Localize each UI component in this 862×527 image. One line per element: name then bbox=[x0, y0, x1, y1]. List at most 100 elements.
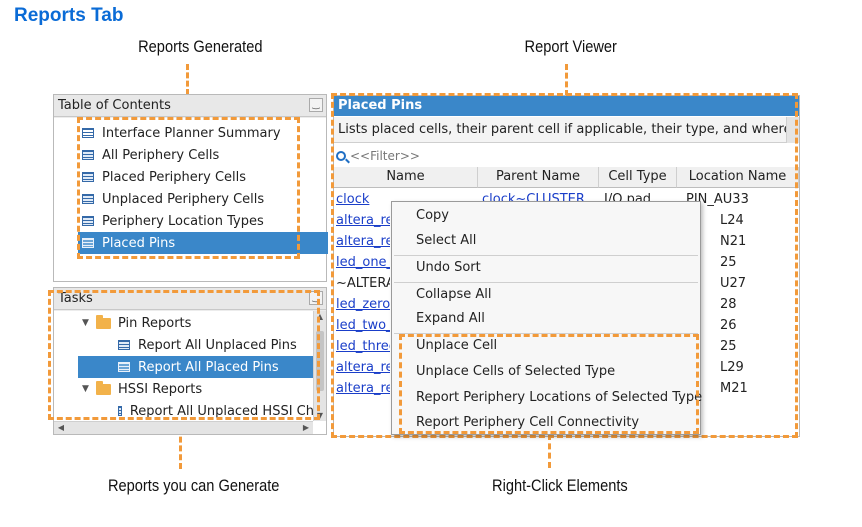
menu-item-undo-sort[interactable]: Undo Sort bbox=[416, 260, 481, 275]
chevron-down-icon[interactable]: ▼ bbox=[82, 318, 89, 328]
filter-row[interactable]: <<Filter>> bbox=[334, 145, 799, 166]
menu-item-collapse-all[interactable]: Collapse All bbox=[416, 287, 492, 302]
menu-item-unplace-cells-of-selected-type[interactable]: Unplace Cells of Selected Type bbox=[416, 364, 616, 379]
tasks-item-report-all-unplaced-hssi[interactable]: Report All Unplaced HSSI Ch bbox=[118, 400, 314, 422]
cell-name[interactable]: led_zero_ bbox=[336, 297, 390, 312]
pin-icon[interactable]: ‿ bbox=[309, 98, 323, 112]
tasks-item-label: Pin Reports bbox=[118, 315, 192, 331]
viewer-description: Lists placed cells, their parent cell if… bbox=[334, 117, 786, 143]
leader-report-viewer bbox=[565, 64, 568, 96]
menu-separator bbox=[394, 282, 698, 283]
cell-location: N21 bbox=[720, 234, 747, 249]
cell-name[interactable]: altera_re bbox=[336, 213, 390, 228]
toc-panel-header: Table of Contents ‿ bbox=[54, 95, 326, 117]
table-report-icon bbox=[118, 340, 130, 350]
cell-name[interactable]: led_two_ bbox=[336, 318, 390, 333]
menu-item-report-periphery-cell-connectivity[interactable]: Report Periphery Cell Connectivity bbox=[416, 415, 640, 430]
callout-reports-generated: Reports Generated bbox=[138, 37, 263, 56]
column-header-name[interactable]: Name bbox=[334, 167, 478, 188]
tasks-tree: ▼ Pin Reports Report All Unplaced Pins R… bbox=[54, 311, 326, 434]
tasks-horizontal-scrollbar[interactable]: ◀ ▶ bbox=[54, 421, 313, 434]
cell-location: L24 bbox=[720, 213, 744, 228]
toc-item-placed-pins[interactable]: Placed Pins bbox=[78, 232, 328, 254]
cell-location: L29 bbox=[720, 360, 744, 375]
toc-item-all-periphery-cells[interactable]: All Periphery Cells bbox=[82, 144, 292, 166]
menu-item-expand-all[interactable]: Expand All bbox=[416, 311, 485, 326]
toc-panel: Table of Contents ‿ Interface Planner Su… bbox=[53, 94, 328, 282]
tasks-item-pin-reports[interactable]: ▼ Pin Reports bbox=[82, 312, 312, 334]
menu-item-report-periphery-locations[interactable]: Report Periphery Locations of Selected T… bbox=[416, 390, 703, 405]
toc-item-placed-periphery-cells[interactable]: Placed Periphery Cells bbox=[82, 166, 292, 188]
callout-reports-you-can-generate: Reports you can Generate bbox=[107, 476, 280, 495]
table-report-icon bbox=[82, 150, 94, 160]
tasks-panel-title: Tasks bbox=[58, 291, 93, 306]
scroll-down-icon[interactable]: ▼ bbox=[316, 411, 324, 420]
cell-name[interactable]: altera_re bbox=[336, 234, 390, 249]
folder-icon bbox=[96, 314, 111, 329]
page-heading: Reports Tab bbox=[14, 5, 124, 26]
scroll-up-icon[interactable]: ▲ bbox=[316, 312, 324, 321]
folder-icon bbox=[96, 380, 111, 395]
menu-item-select-all[interactable]: Select All bbox=[416, 233, 477, 248]
tasks-vertical-scrollbar[interactable]: ▲ ▼ bbox=[313, 311, 326, 421]
cell-location: 25 bbox=[720, 255, 737, 270]
tasks-panel: Tasks ‿ ▼ Pin Reports Report All Unplace… bbox=[53, 287, 327, 435]
scroll-right-icon[interactable]: ▶ bbox=[302, 423, 310, 432]
toc-item-unplaced-periphery-cells[interactable]: Unplaced Periphery Cells bbox=[82, 188, 292, 210]
toc-item-interface-planner-summary[interactable]: Interface Planner Summary bbox=[82, 122, 292, 144]
menu-item-unplace-cell[interactable]: Unplace Cell bbox=[416, 338, 498, 353]
tasks-item-report-all-placed-pins[interactable]: Report All Placed Pins bbox=[78, 356, 314, 378]
menu-separator bbox=[394, 333, 698, 334]
column-header-location-name[interactable]: Location Name bbox=[677, 167, 799, 188]
cell-name[interactable]: led_three bbox=[336, 339, 390, 354]
cell-location: 26 bbox=[720, 318, 737, 333]
toc-item-periphery-location-types[interactable]: Periphery Location Types bbox=[82, 210, 292, 232]
toc-item-label: Interface Planner Summary bbox=[102, 125, 281, 141]
viewer-title: Placed Pins bbox=[334, 96, 799, 116]
toc-tree: Interface Planner Summary All Periphery … bbox=[54, 118, 328, 281]
toc-panel-title: Table of Contents bbox=[58, 98, 171, 113]
cell-name[interactable]: led_one_ bbox=[336, 255, 390, 270]
toc-item-label: All Periphery Cells bbox=[102, 147, 220, 163]
toc-item-label: Placed Periphery Cells bbox=[102, 169, 247, 185]
tasks-item-label: Report All Unplaced HSSI Ch bbox=[129, 403, 314, 419]
cell-name[interactable]: altera_re bbox=[336, 360, 390, 375]
table-report-icon bbox=[82, 216, 94, 226]
tasks-item-label: Report All Unplaced Pins bbox=[138, 337, 297, 353]
column-header-parent-name[interactable]: Parent Name bbox=[478, 167, 599, 188]
table-report-icon bbox=[82, 238, 94, 248]
description-scrollbar[interactable] bbox=[786, 117, 799, 143]
leader-right-click-elements bbox=[548, 434, 551, 468]
cell-location: U27 bbox=[720, 276, 747, 291]
table-report-icon bbox=[82, 194, 94, 204]
table-report-icon bbox=[82, 172, 94, 182]
table-report-icon bbox=[118, 362, 130, 372]
cell-name[interactable]: clock bbox=[336, 192, 370, 207]
search-icon bbox=[336, 150, 346, 161]
cell-location: M21 bbox=[720, 381, 748, 396]
tasks-item-label: Report All Placed Pins bbox=[138, 359, 279, 375]
cell-location: 25 bbox=[720, 339, 737, 354]
context-menu: Copy Select All Undo Sort Collapse All E… bbox=[391, 201, 703, 435]
toc-item-label: Placed Pins bbox=[102, 235, 176, 251]
column-header-cell-type[interactable]: Cell Type bbox=[599, 167, 677, 188]
cell-name[interactable]: ~ALTERA bbox=[336, 276, 390, 291]
table-report-icon bbox=[118, 406, 122, 416]
tasks-item-hssi-reports[interactable]: ▼ HSSI Reports bbox=[82, 378, 312, 400]
leader-reports-you-can-generate bbox=[179, 419, 182, 469]
cell-location: 28 bbox=[720, 297, 737, 312]
cell-name[interactable]: altera_re bbox=[336, 381, 390, 396]
filter-input[interactable]: <<Filter>> bbox=[350, 148, 420, 163]
scroll-thumb[interactable] bbox=[316, 331, 324, 391]
menu-item-copy[interactable]: Copy bbox=[416, 208, 449, 223]
summary-report-icon bbox=[82, 128, 94, 138]
tasks-item-report-all-unplaced-pins[interactable]: Report All Unplaced Pins bbox=[118, 334, 318, 356]
callout-right-click-elements: Right-Click Elements bbox=[492, 476, 628, 495]
menu-separator bbox=[394, 255, 698, 256]
scroll-left-icon[interactable]: ◀ bbox=[57, 423, 65, 432]
tasks-item-label: HSSI Reports bbox=[118, 381, 203, 397]
pin-icon[interactable]: ‿ bbox=[309, 291, 323, 305]
chevron-down-icon[interactable]: ▼ bbox=[82, 384, 89, 394]
toc-item-label: Periphery Location Types bbox=[102, 213, 264, 229]
tasks-panel-header: Tasks ‿ bbox=[54, 288, 326, 310]
